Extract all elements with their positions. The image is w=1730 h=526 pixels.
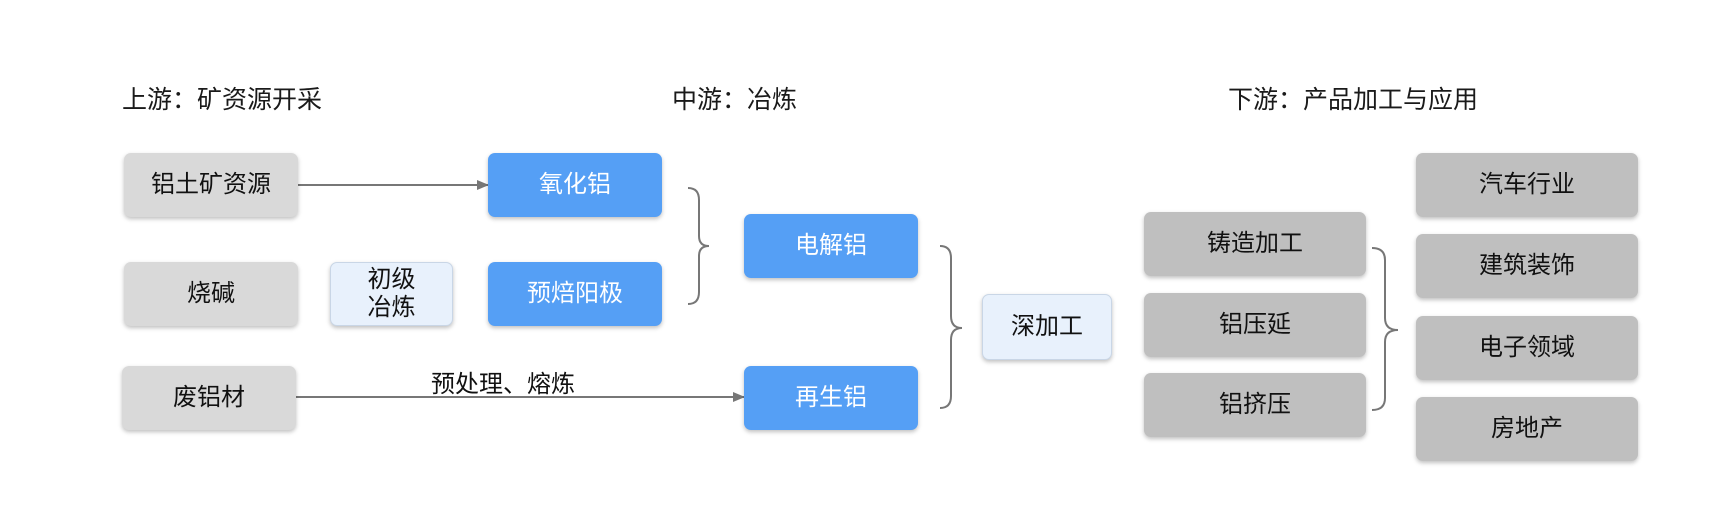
node-casting: 铸造加工 <box>1144 212 1366 276</box>
brace-alumina-anode <box>687 187 710 305</box>
node-deep-processing: 深加工 <box>982 294 1112 360</box>
brace-primary-recycled <box>939 245 963 409</box>
node-caustic-soda: 烧碱 <box>124 262 298 326</box>
node-extrusion: 铝挤压 <box>1144 373 1366 437</box>
brace-processing <box>1371 247 1399 411</box>
upstream-header: 上游：矿资源开采 <box>122 85 323 114</box>
node-alumina: 氧化铝 <box>488 153 662 217</box>
node-prebaked-anode: 预焙阳极 <box>488 262 662 326</box>
node-primary-smelting: 初级 冶炼 <box>330 262 453 326</box>
primary-smelting-line-2: 冶炼 <box>367 293 416 321</box>
node-electronics: 电子领域 <box>1416 316 1638 380</box>
node-real-estate: 房地产 <box>1416 397 1638 461</box>
node-scrap-aluminum: 废铝材 <box>122 366 296 430</box>
node-bauxite: 铝土矿资源 <box>124 153 298 217</box>
node-construction: 建筑装饰 <box>1416 234 1638 298</box>
node-recycled-aluminum: 再生铝 <box>744 366 918 430</box>
node-electrolytic-aluminum: 电解铝 <box>744 214 918 278</box>
node-automotive: 汽车行业 <box>1416 153 1638 217</box>
downstream-header: 下游：产品加工与应用 <box>1228 85 1479 114</box>
node-rolling: 铝压延 <box>1144 293 1366 357</box>
primary-smelting-line-1: 初级 <box>367 265 416 294</box>
midstream-header: 中游：冶炼 <box>672 85 798 114</box>
label-pretreatment-smelting: 预处理、熔炼 <box>431 370 575 398</box>
